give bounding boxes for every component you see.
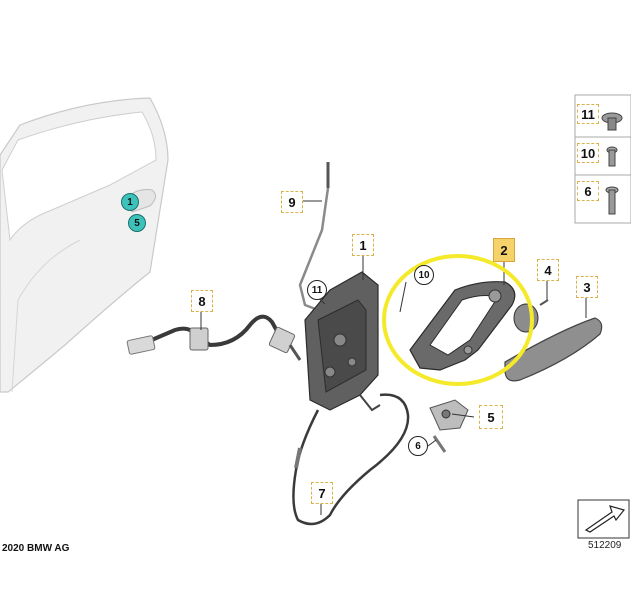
highlight-ring (382, 254, 534, 386)
copyright-text: 2020 BMW AG (2, 543, 70, 554)
callout-part-1[interactable]: 1 (352, 234, 374, 256)
callout-part-10[interactable]: 10 (414, 265, 434, 285)
door-callout-1[interactable]: 1 (121, 193, 139, 211)
callout-part-7[interactable]: 7 (311, 482, 333, 504)
legend-screw-11-label[interactable]: 11 (577, 104, 599, 124)
callout-part-4[interactable]: 4 (537, 259, 559, 281)
callout-part-3[interactable]: 3 (576, 276, 598, 298)
callout-part-11[interactable]: 11 (307, 280, 327, 300)
leader-lines (200, 200, 587, 515)
door-callout-5[interactable]: 5 (128, 214, 146, 232)
callout-part-5[interactable]: 5 (479, 405, 503, 429)
callout-part-2[interactable]: 2 (493, 238, 515, 262)
outer-handle-part (504, 317, 603, 382)
bracket-part (429, 399, 469, 431)
diagram-reference-number: 512209 (588, 540, 622, 551)
handle-carrier-part (409, 281, 516, 371)
callout-part-8[interactable]: 8 (191, 290, 213, 312)
legend-screw-10-label[interactable]: 10 (577, 143, 599, 163)
next-page-arrow-icon[interactable] (577, 499, 630, 539)
callout-part-9[interactable]: 9 (281, 191, 303, 213)
door-lock-part (304, 271, 381, 412)
legend-screw-6-label[interactable]: 6 (577, 181, 599, 201)
screw-part (432, 435, 447, 453)
wire-harness-part (126, 314, 302, 361)
bowden-cable-part (292, 393, 410, 526)
actuating-rod-part (298, 162, 330, 312)
callout-part-6[interactable]: 6 (408, 436, 428, 456)
